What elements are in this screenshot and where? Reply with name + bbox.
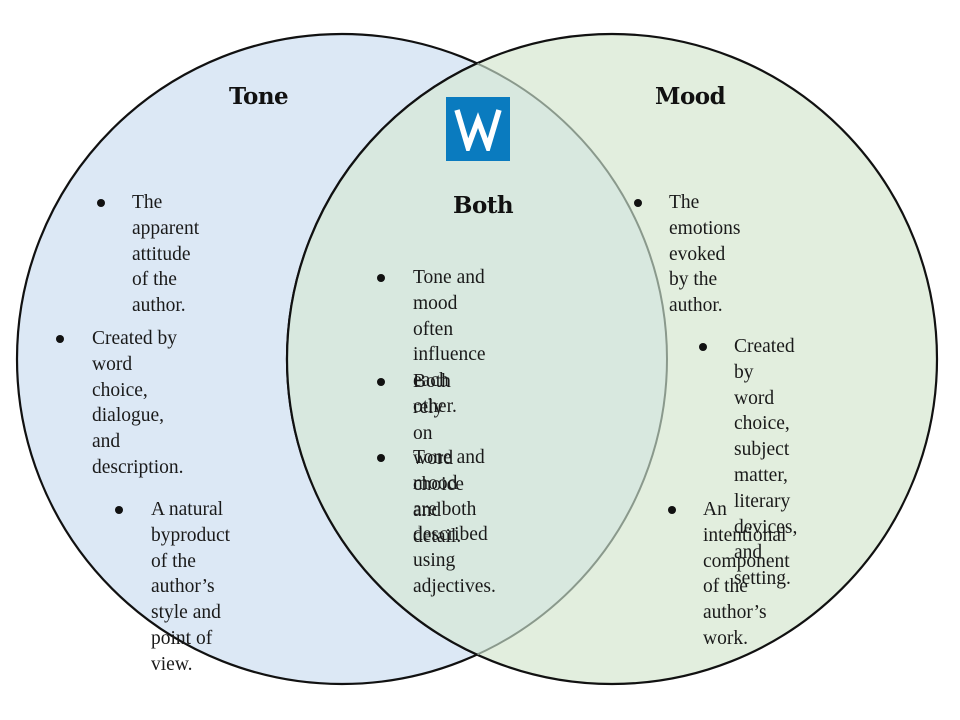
bullet-icon	[377, 454, 385, 462]
both-item-text: Both rely on word choice and detail.	[413, 371, 464, 547]
mood-item-text: Created by word choice, subject matter, …	[734, 336, 798, 590]
both-heading: Both	[453, 192, 514, 219]
both-item-text: Tone and mood often influence each other…	[413, 267, 486, 417]
bullet-icon	[634, 199, 642, 207]
w-logo-icon	[446, 97, 510, 161]
tone-item-text: The apparent attitude of the author.	[132, 192, 200, 317]
bullet-icon	[699, 343, 707, 351]
mood-item-text: The emotions evoked by the author.	[669, 192, 741, 317]
mood-circle-inner-outline	[285, 34, 667, 684]
bullet-icon	[97, 199, 105, 207]
both-overlap-region	[287, 34, 667, 684]
tone-item-text: A natural byproduct of the author’s styl…	[151, 499, 231, 675]
tone-item-text: Created by word choice, dialogue, and de…	[92, 328, 184, 478]
bullet-icon	[377, 274, 385, 282]
bullet-icon	[115, 506, 123, 514]
mood-heading: Mood	[655, 83, 726, 110]
tone-heading: Tone	[229, 83, 289, 110]
mood-item-text: An intentional component of the author’s…	[703, 499, 790, 649]
both-item-text: Tone and mood are both described using a…	[413, 447, 496, 597]
w-letter-glyph	[454, 109, 502, 151]
bullet-icon	[377, 378, 385, 386]
bullet-icon	[668, 506, 676, 514]
bullet-icon	[56, 335, 64, 343]
tone-circle-inner-outline	[287, 34, 668, 684]
